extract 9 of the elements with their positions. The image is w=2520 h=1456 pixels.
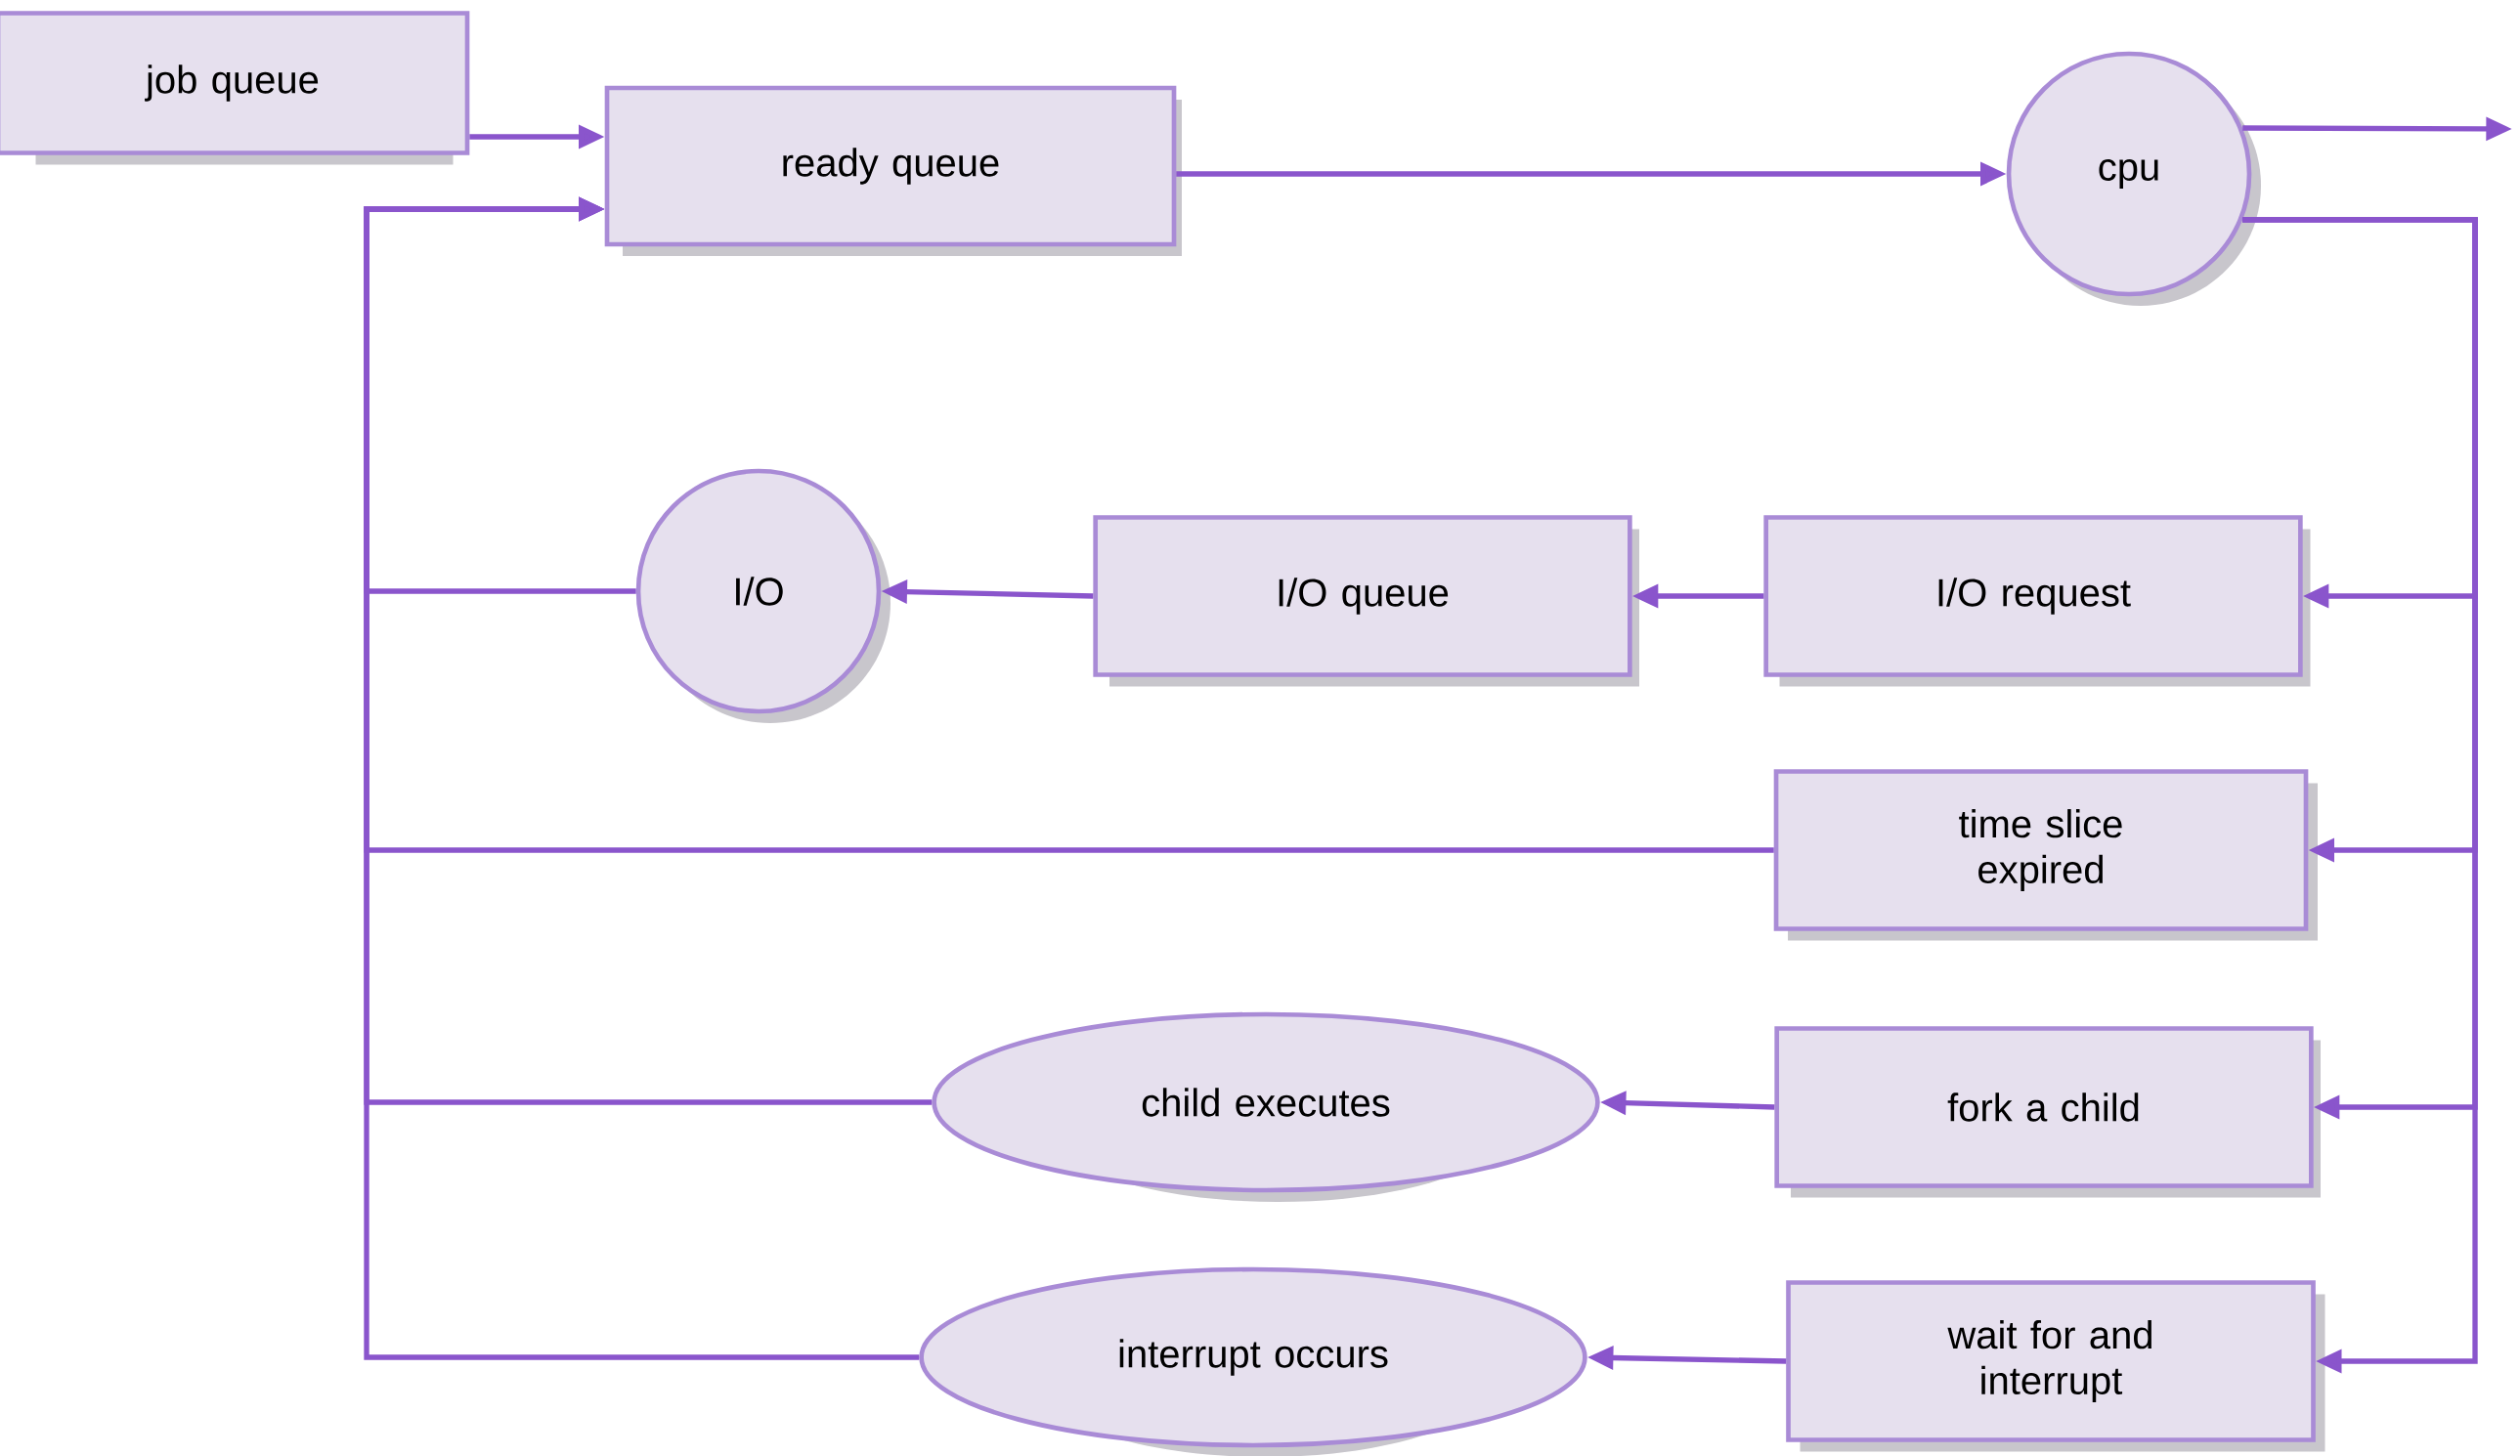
event-box: wait for and interrupt bbox=[1786, 1280, 2325, 1452]
event-box: fork a child bbox=[1774, 1026, 2321, 1198]
queue-box: I/O queue bbox=[1093, 515, 1639, 687]
queue-box: ready queue bbox=[604, 85, 1182, 256]
arrow bbox=[364, 196, 920, 1360]
event-box: I/O request bbox=[1763, 515, 2311, 687]
arrow bbox=[2242, 217, 2478, 1374]
event-box: time slice expired bbox=[1773, 769, 2318, 941]
queue-box: job queue bbox=[0, 11, 470, 165]
